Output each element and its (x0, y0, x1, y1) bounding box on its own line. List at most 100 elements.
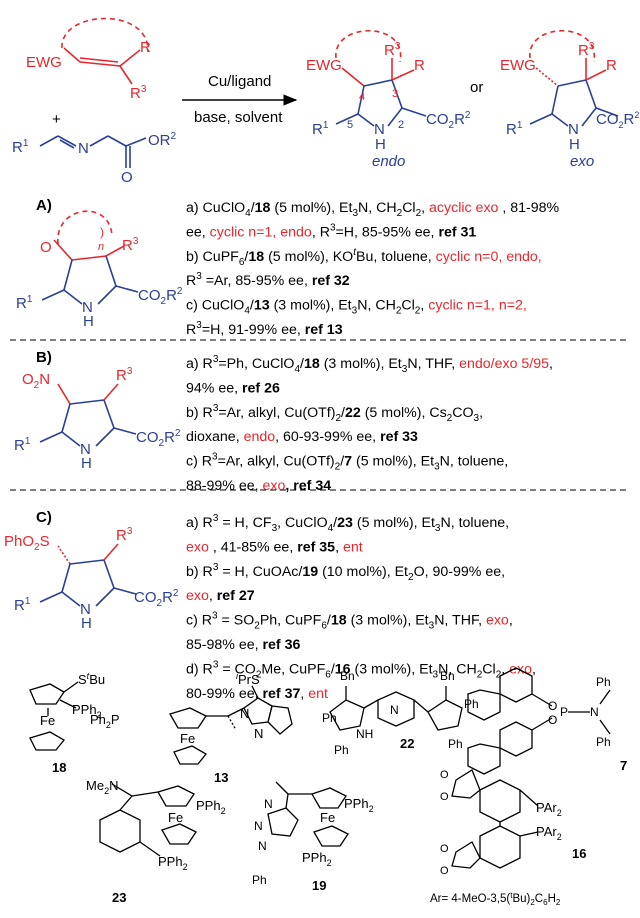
exo-label: exo (570, 153, 594, 170)
top-reaction: EWG R R 3 + R1 N O OR2 Cu/ligand base, so… (12, 17, 639, 186)
condition-line: R3=H, 91-99% ee, ref 13 (186, 320, 343, 338)
lig7-ph2: Ph (596, 735, 611, 749)
lig19-n3: N (258, 839, 267, 853)
lig16-ar-note: Ar= 4-MeO-3,5(tBu)2C6H2 (430, 891, 561, 907)
endo-r: R (414, 57, 425, 74)
ewg-label: EWG (26, 54, 62, 71)
lig19-number: 19 (312, 878, 326, 893)
lig7-ph1: Ph (596, 675, 611, 689)
c-n: N (80, 601, 91, 618)
endo-r1: R1 (312, 120, 329, 138)
conditions-text: a) CuClO4/18 (5 mol%), Et3N, CH2Cl2, acy… (186, 200, 560, 702)
b-r1: R1 (14, 436, 31, 454)
condition-line: ee, cyclic n=1, endo, R3=H, 85-95% ee, r… (186, 222, 476, 240)
ligand-16 (451, 769, 539, 869)
condition-line: exo , 41-85% ee, ref 35, ent (186, 539, 363, 555)
lig7-n: N (590, 705, 599, 719)
lig7-p: P (560, 705, 568, 719)
plus-sign: + (52, 111, 61, 128)
a-r3: R3 (122, 236, 139, 254)
reagent-top: Cu/ligand (208, 73, 271, 90)
endo-pos5: 5 (347, 119, 353, 131)
lig13-fe: Fe (180, 731, 195, 746)
ligand-18 (29, 681, 79, 751)
a-r1: R1 (16, 294, 33, 312)
section-b-structure: B) O2N R3 R1 N H CO2R2 (14, 349, 181, 472)
lig7-number: 7 (620, 758, 627, 773)
condition-line: b) R3=Ar, alkyl, Cu(OTf)2/22 (5 mol%), C… (186, 403, 483, 424)
ligand-23 (99, 783, 197, 857)
ligand-22 (329, 686, 463, 731)
lig13-n1: N (240, 706, 249, 721)
lig19-ph: Ph (252, 873, 267, 887)
lig22-ph2: Ph (334, 743, 349, 757)
ligand-7 (467, 667, 611, 775)
lig16-o2: O (440, 791, 449, 803)
exo-r: R (606, 57, 617, 74)
ligand-structures (29, 667, 611, 869)
lig22-number: 22 (400, 736, 414, 751)
a-n: N (82, 299, 93, 316)
lig22-bn1: Bn (340, 669, 355, 683)
a-ketone-o: O (40, 239, 52, 256)
endo-pos3: 3 (392, 88, 398, 100)
lig22-bn2: Bn (440, 669, 455, 683)
r1-label: R1 (12, 138, 29, 156)
lig23-pph2-1: PPh2 (196, 798, 226, 816)
ligand-13 (169, 685, 293, 765)
section-a-structure: A) ) n O R3 R1 N H CO2R2 (16, 197, 183, 330)
lig22-ph1: Ph (322, 711, 337, 725)
ester-or2-label: OR2 (148, 131, 177, 149)
condition-line: d) R3 = CO2Me, CuPF6/16 (3 mol%), Et3N, … (186, 659, 536, 680)
section-a-label: A) (36, 197, 52, 214)
endo-product: EWG R3 R 4 3 5 2 R1 N H CO2R2 endo (306, 30, 471, 170)
condition-line: c) R3 = SO2Ph, CuPF6/18 (3 mol%), Et3N, … (186, 611, 513, 632)
lig13-iprs: iPrS (236, 671, 260, 687)
exo-ewg: EWG (500, 57, 536, 74)
carbonyl-o-label: O (121, 169, 133, 186)
reagent-bottom: base, solvent (194, 109, 283, 126)
lig16-number: 16 (572, 846, 586, 861)
c-r1: R1 (14, 596, 31, 614)
c-co2r2: CO2R2 (134, 588, 179, 609)
c-h: H (81, 615, 92, 632)
c-r3: R3 (116, 526, 133, 544)
n-label: N (78, 140, 89, 157)
condition-line: 94% ee, ref 26 (186, 380, 280, 396)
condition-line: c) R3=Ar, alkyl, Cu(OTf)2/7 (5 mol%), Et… (186, 452, 508, 473)
b-h: H (81, 455, 92, 472)
condition-line: dioxane, endo, 60-93-99% ee, ref 33 (186, 429, 418, 445)
endo-pos4: 4 (359, 91, 365, 103)
endo-n: N (374, 121, 385, 138)
condition-line: a) R3 = H, CF3, CuClO4/23 (5 mol%), Et3N… (186, 513, 509, 534)
imino-ester-structure (39, 135, 147, 168)
lig13-number: 13 (214, 770, 228, 785)
lig18-stbu: StBu (78, 671, 105, 687)
section-b-label: B) (36, 349, 52, 366)
condition-line: R3 =Ar, 85-95% ee, ref 32 (186, 271, 350, 289)
condition-line: 80-99% ee, ref 37, ent (186, 686, 328, 702)
lig16-o4: O (440, 865, 449, 877)
b-n: N (80, 441, 91, 458)
exo-n: N (568, 121, 579, 138)
a-n-subscript: ) (100, 225, 104, 239)
lig16-o1: O (440, 769, 449, 781)
ligand-labels: StBu Fe PPh2 18 Ph2P Fe iPrS N N 13 Ph B… (40, 669, 627, 907)
lig19-fe: Fe (320, 810, 335, 825)
lig7-o1: O (548, 699, 557, 713)
lig16-par2-1: PAr2 (536, 800, 562, 818)
b-co2r2: CO2R2 (136, 428, 181, 449)
section-c-label: C) (36, 509, 52, 526)
endo-co2r2: CO2R2 (426, 110, 471, 131)
exo-product: EWG R3 R R1 N H CO2R2 exo (500, 30, 639, 170)
section-c-structure: C) PhO2S R3 R1 N H CO2R2 (4, 509, 179, 632)
lig22-ph3: Ph (464, 697, 479, 711)
or-label: or (470, 79, 483, 96)
lig22-nh: NH (356, 727, 373, 741)
lig19-pph2-2: PPh2 (302, 850, 332, 868)
condition-line: b) CuPF6/18 (5 mol%), KOtBu, toluene, cy… (186, 247, 542, 268)
lig23-fe: Fe (168, 810, 183, 825)
lig18-number: 18 (52, 760, 66, 775)
condition-line: a) CuClO4/18 (5 mol%), Et3N, CH2Cl2, acy… (186, 200, 560, 219)
